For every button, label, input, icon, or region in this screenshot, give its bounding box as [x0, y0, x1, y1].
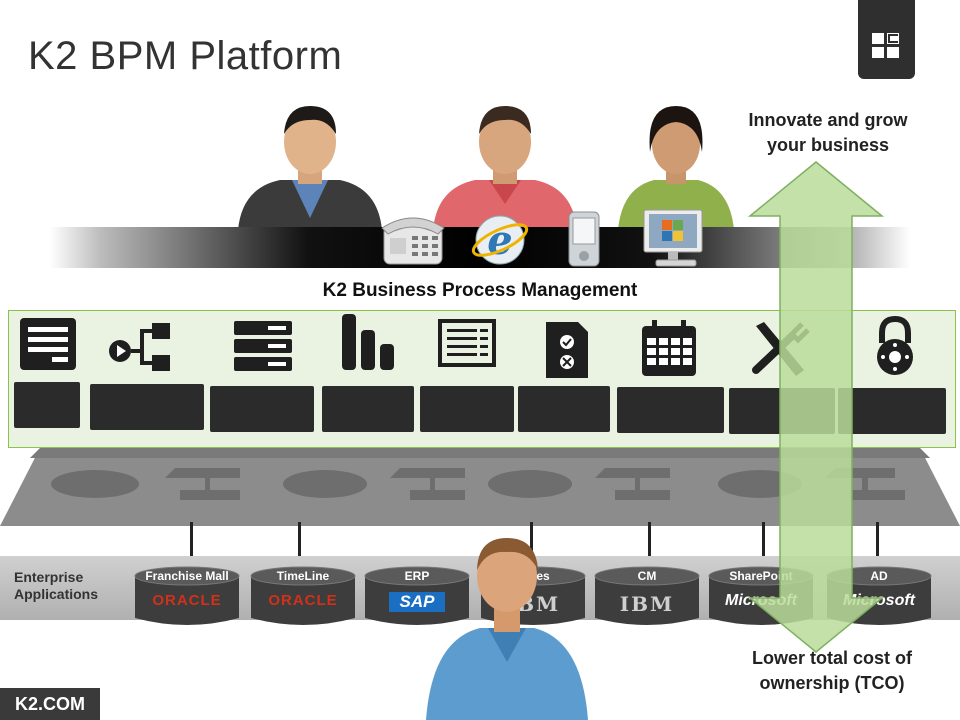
k2-footer-link[interactable]: K2.COM	[0, 688, 100, 720]
office-monitor-icon	[643, 209, 703, 267]
system-name: ERP	[404, 569, 430, 583]
connector-line	[298, 522, 301, 566]
vendor-logo: ORACLE	[152, 592, 222, 609]
developer-man-avatar	[433, 106, 577, 230]
system-name: CM	[637, 569, 657, 583]
security-lock-icon	[877, 315, 913, 375]
module-panel	[14, 382, 80, 428]
report-list-icon	[438, 319, 496, 367]
k2-logo	[858, 0, 915, 79]
business-man-avatar	[238, 106, 382, 230]
vendor-logo: ORACLE	[268, 592, 338, 609]
calendar-icon	[642, 320, 696, 376]
module-panel	[838, 388, 946, 434]
module-panel	[518, 386, 610, 432]
enterprise-applications-label: Enterprise Applications	[14, 569, 99, 602]
innovate-goal-text: Innovate and grow your business	[748, 110, 908, 155]
connector-line	[876, 522, 879, 566]
module-panel	[210, 386, 314, 432]
page-title: K2 BPM Platform	[28, 34, 343, 78]
integration-layer-slab	[0, 448, 960, 526]
svg-text:e: e	[487, 217, 512, 264]
connector-line	[648, 522, 651, 566]
double-headed-arrow	[748, 161, 884, 653]
database-erp: ERP SAP	[364, 566, 470, 639]
desk-phone-icon	[381, 217, 445, 265]
system-name: AD	[870, 569, 888, 583]
workflow-icon	[109, 323, 170, 371]
it-man-avatar	[426, 538, 588, 720]
pda-icon	[568, 211, 600, 267]
internet-explorer-icon: e	[471, 215, 529, 265]
connector-line	[762, 522, 765, 566]
database-cylinder-icon	[250, 566, 356, 625]
module-panel	[617, 387, 724, 433]
vendor-logo: IBM	[619, 592, 675, 616]
bar-chart-icon	[342, 314, 394, 370]
database-cylinder-icon	[134, 566, 240, 625]
document-approval-icon	[546, 322, 588, 378]
server-stack-icon	[234, 321, 292, 371]
bpm-label: K2 Business Process Management	[322, 280, 638, 301]
connector-line	[190, 522, 193, 566]
k2-blocks-icon	[872, 33, 899, 58]
database-cylinder-icon	[594, 566, 700, 625]
vendor-logo: SAP	[389, 592, 445, 612]
module-panel	[322, 386, 414, 432]
module-panel	[90, 384, 204, 430]
module-panel	[420, 386, 514, 432]
connector-line	[530, 522, 533, 566]
database-cm: CM IBM	[594, 566, 700, 639]
tco-goal-text: Lower total cost of ownership (TCO)	[751, 648, 912, 693]
system-name: TimeLine	[276, 569, 330, 583]
system-name: SharePoint	[729, 569, 793, 583]
system-name: Franchise Mall	[145, 569, 229, 583]
form-icon	[20, 318, 76, 370]
